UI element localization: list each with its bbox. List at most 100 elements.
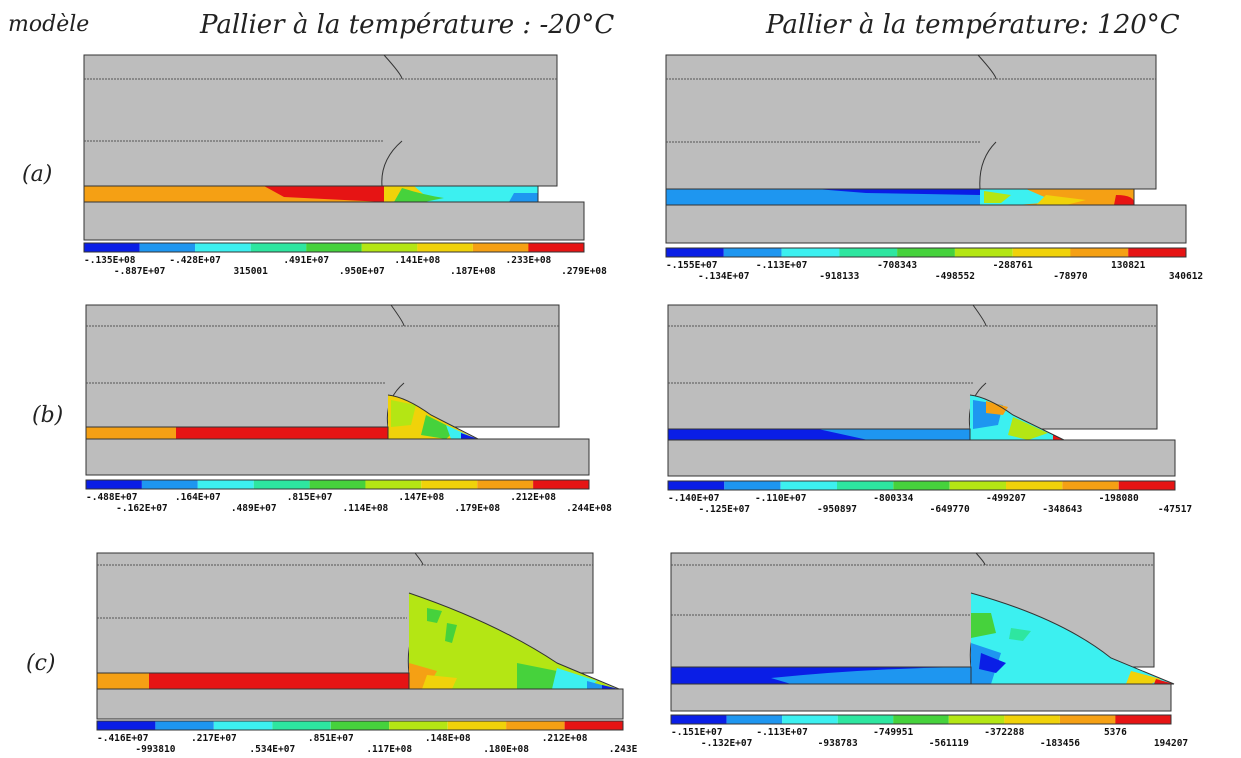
- legend-swatch: [421, 480, 478, 489]
- adhesive-layer: [670, 592, 1175, 685]
- legend-swatch: [272, 721, 331, 730]
- legend-swatch: [1059, 715, 1116, 724]
- adhesive-layer: [667, 394, 1065, 441]
- legend-tick-label: -348643: [1042, 504, 1082, 515]
- legend-swatch: [139, 243, 196, 252]
- legend-tick-label: .851E+07: [308, 733, 354, 744]
- legend-tick-label: .950E+07: [339, 266, 385, 277]
- legend-swatch: [1070, 248, 1129, 257]
- legend-swatch: [306, 243, 362, 252]
- lower-plate: [670, 683, 1172, 712]
- legend-swatch: [155, 721, 214, 730]
- lower-plate: [83, 201, 585, 241]
- adhesive-layer: [83, 185, 539, 203]
- legend-tick-label: -749951: [873, 727, 913, 738]
- legend-swatch: [330, 721, 390, 730]
- adhesive-layer: [665, 188, 1135, 206]
- legend-swatch: [782, 715, 838, 724]
- legend-swatch: [1115, 715, 1171, 724]
- legend-swatch: [97, 721, 156, 730]
- legend-bar: [665, 247, 1187, 258]
- row-label-c: (c): [26, 651, 56, 676]
- legend-swatch: [250, 243, 307, 252]
- legend-swatch: [837, 715, 894, 724]
- legend-swatch: [447, 721, 507, 730]
- legend-tick-label: 315001: [234, 266, 269, 277]
- legend-tick-label: .217E+07: [191, 733, 237, 744]
- adhesive-layer: [85, 394, 479, 440]
- legend-tick-label: -.887E+07: [114, 266, 165, 277]
- legend-swatch: [197, 480, 254, 489]
- legend-swatch: [781, 248, 840, 257]
- fem-contour-panel-c-left: -.416E+07.217E+07.851E+07.148E+08.212E+0…: [96, 552, 638, 755]
- row-label-a: (a): [22, 162, 53, 187]
- upper-plate: [85, 304, 560, 428]
- legend-tick-label: -.416E+07: [97, 733, 148, 744]
- legend-tick-label: -938783: [818, 738, 858, 749]
- legend-tick-label: -372288: [984, 727, 1024, 738]
- legend-tick-label: 194207: [1154, 738, 1188, 749]
- legend-tick-label: -.151E+07: [671, 727, 722, 738]
- upper-plate: [665, 54, 1157, 190]
- legend-bar: [667, 480, 1176, 491]
- legend-tick-label: -.488E+07: [86, 492, 137, 503]
- legend-swatch: [726, 715, 783, 724]
- legend-tick-label: 130821: [1111, 260, 1146, 271]
- legend-tick-label: .147E+08: [398, 492, 444, 503]
- legend-tick-label: -561119: [929, 738, 969, 749]
- legend-swatch: [1062, 481, 1119, 490]
- legend-tick-label: .279E+08: [561, 266, 607, 277]
- legend-tick-label: -78970: [1053, 271, 1088, 282]
- adhesive-layer: [96, 592, 620, 690]
- lower-plate: [665, 204, 1187, 244]
- legend-tick-label: -993810: [135, 744, 175, 755]
- legend-tick-label: -.155E+07: [666, 260, 717, 271]
- legend-swatch: [477, 480, 534, 489]
- legend-tick-label: .491E+07: [283, 255, 329, 266]
- legend-swatch: [666, 248, 724, 257]
- legend-swatch: [472, 243, 529, 252]
- legend-swatch: [195, 243, 251, 252]
- lower-plate: [667, 439, 1176, 477]
- legend-tick-label: .117E+08: [366, 744, 412, 755]
- legend-swatch: [949, 481, 1006, 490]
- legend-swatch: [954, 248, 1013, 257]
- legend-swatch: [528, 243, 584, 252]
- row-label-b: (b): [32, 403, 64, 428]
- legend-tick-label: -708343: [877, 260, 917, 271]
- legend-tick-label: .148E+08: [425, 733, 471, 744]
- legend-tick-label: .243E: [609, 744, 638, 755]
- legend-tick-label: -950897: [817, 504, 857, 515]
- legend-tick-label: -800334: [873, 493, 913, 504]
- legend-swatch: [1006, 481, 1063, 490]
- legend-tick-label: -.135E+08: [84, 255, 136, 266]
- legend-swatch: [365, 480, 422, 489]
- legend-swatch: [141, 480, 198, 489]
- legend-tick-label: .164E+07: [175, 492, 221, 503]
- legend-swatch: [897, 248, 955, 257]
- legend-swatch: [564, 721, 623, 730]
- legend-tick-label: -.110E+07: [755, 493, 806, 504]
- legend-labels: -.135E+08-.428E+07.491E+07.141E+08.233E+…: [84, 255, 607, 277]
- legend-swatch: [389, 721, 448, 730]
- legend-swatch: [893, 715, 949, 724]
- legend-swatch: [780, 481, 837, 490]
- legend-swatch: [723, 248, 782, 257]
- legend-tick-label: .212E+08: [510, 492, 556, 503]
- legend-tick-label: -.113E+07: [756, 727, 807, 738]
- legend-tick-label: -47517: [1158, 504, 1192, 515]
- legend-swatch: [253, 480, 310, 489]
- legend-tick-label: 5376: [1104, 727, 1127, 738]
- legend-tick-label: .180E+08: [483, 744, 529, 755]
- lower-plate: [85, 438, 590, 476]
- fem-contour-panel-a-left: -.135E+08-.428E+07.491E+07.141E+08.233E+…: [83, 54, 607, 277]
- legend-tick-label: -.140E+07: [668, 493, 719, 504]
- legend-tick-label: -.162E+07: [116, 503, 167, 514]
- legend-tick-label: -198080: [1099, 493, 1139, 504]
- upper-plate: [83, 54, 558, 187]
- lower-plate: [96, 688, 624, 720]
